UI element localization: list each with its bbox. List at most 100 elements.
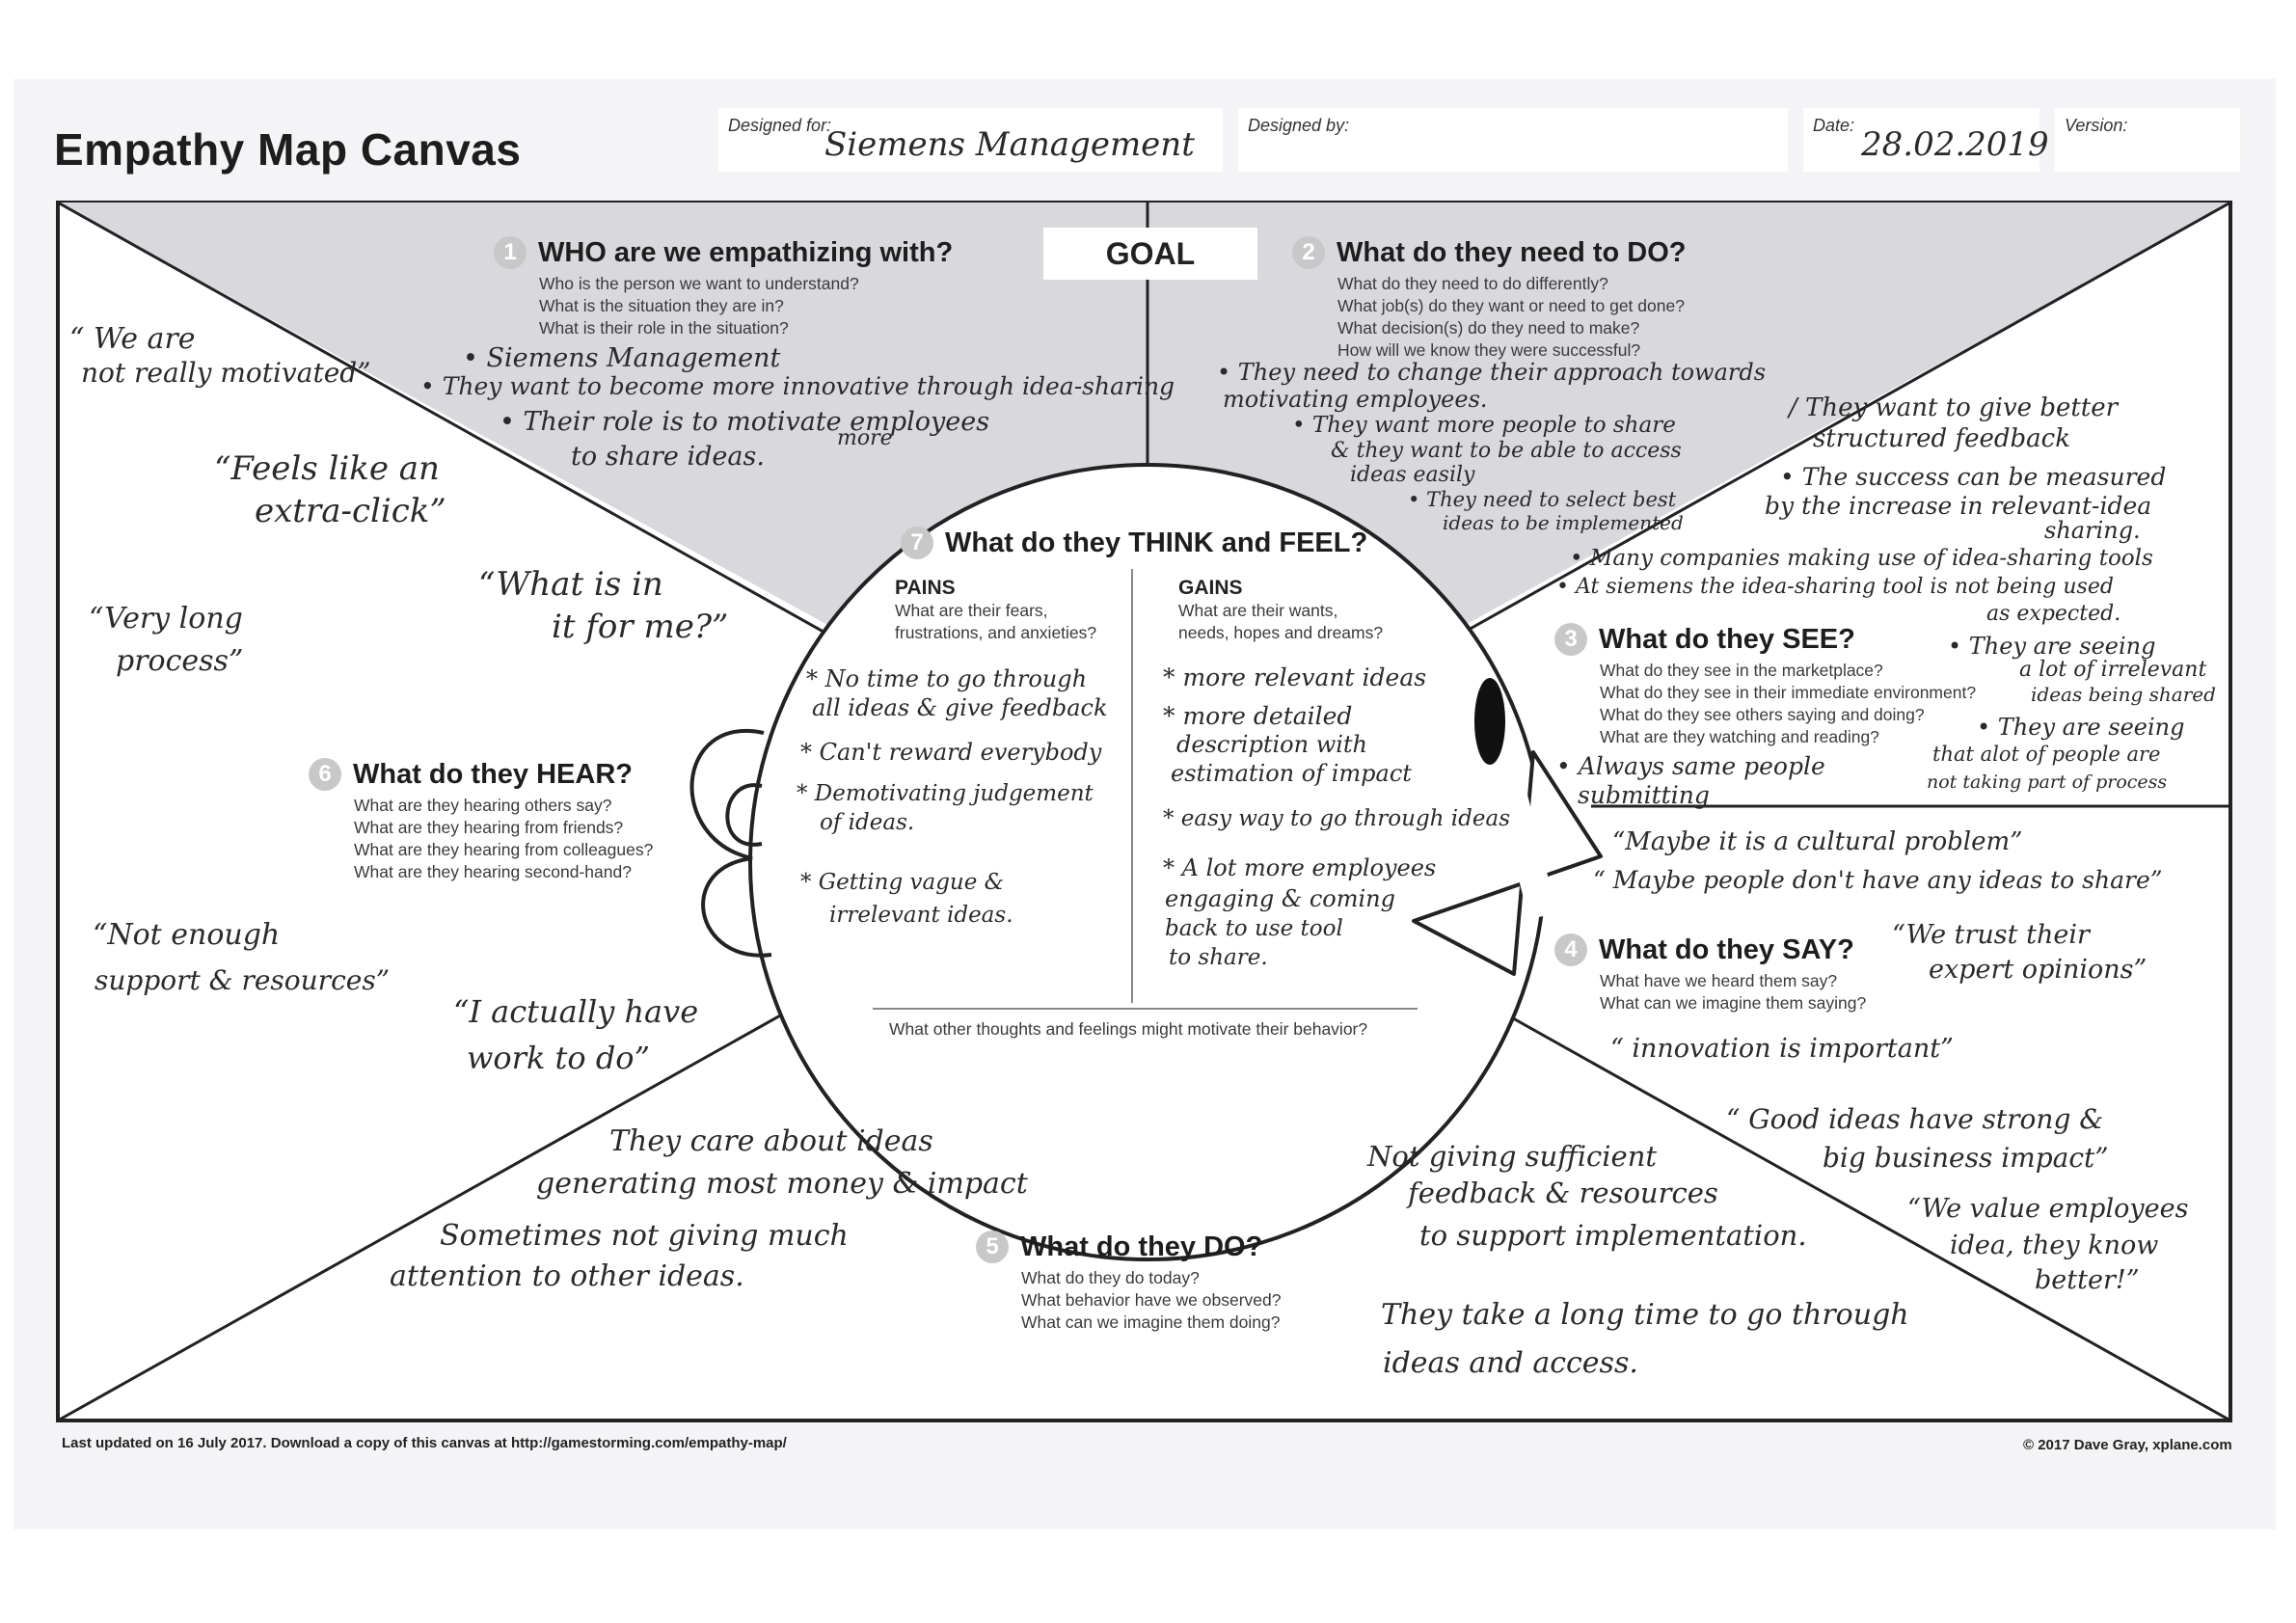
note-see: • They are seeing [1977, 714, 2185, 741]
question: What are they watching and reading? [1600, 727, 1879, 746]
question: What behavior have we observed? [1021, 1290, 1282, 1310]
think-bottom-question: What other thoughts and feelings might m… [889, 1019, 1368, 1039]
note-do: ideas and access. [1383, 1346, 1638, 1380]
note-say: “ innovation is important” [1610, 1034, 1954, 1064]
question: What have we heard them say? [1600, 971, 1838, 990]
note-pains: all ideas & give feedback [812, 694, 1108, 721]
note-who: • Their role is to motivate employees [500, 407, 990, 437]
version-label: Version: [2065, 116, 2128, 135]
note-see: • At siemens the idea-sharing tool is no… [1556, 575, 2114, 599]
section-title: WHO are we empathizing with? [538, 236, 954, 268]
note-hear: process” [116, 644, 244, 678]
note-say: big business impact” [1823, 1142, 2109, 1174]
section-who: 1 WHO are we empathizing with? Who is the… [494, 236, 953, 339]
note-gains: * more relevant ideas [1163, 663, 1427, 691]
note-need: / They want to give better [1789, 393, 2119, 422]
note-hear: extra-click” [255, 492, 446, 530]
section-number: 6 [309, 758, 341, 791]
note-need: motivating employees. [1223, 386, 1488, 413]
gains-header: GAINS What are their wants, needs, hopes… [1178, 577, 1383, 644]
note-say: better!” [2035, 1265, 2140, 1295]
question: What can we imagine them doing? [1021, 1312, 1281, 1332]
note-see: that alot of people are [1932, 743, 2161, 766]
note-gains: * A lot more employees [1163, 854, 1437, 881]
note-do: Sometimes not giving much [440, 1219, 849, 1253]
question: What are they hearing from colleagues? [354, 840, 654, 859]
footer-left: Last updated on 16 July 2017. Download a… [62, 1435, 787, 1451]
note-do: Not giving sufficient [1367, 1140, 1658, 1173]
ear-inner [725, 783, 763, 847]
note-see: as expected. [1986, 602, 2121, 626]
section-title: What do they SAY? [1599, 933, 1854, 965]
date-field[interactable]: Date: 28.02.2019 [1803, 108, 2049, 172]
question: What are they hearing others say? [354, 796, 612, 815]
note-say: “ Maybe people don't have any ideas to s… [1593, 866, 2163, 894]
note-need: • They want more people to share [1292, 413, 1676, 438]
note-hear: “What is in [478, 565, 663, 604]
question: What are they hearing from friends? [354, 818, 624, 837]
note-gains: engaging & coming [1165, 885, 1395, 912]
section-number: 3 [1554, 623, 1587, 656]
mouth [1412, 750, 1603, 976]
footer-right: © 2017 Dave Gray, xplane.com [2023, 1437, 2232, 1453]
note-need: • They need to change their approach tow… [1217, 359, 1767, 386]
question: How will we know they were successful? [1337, 340, 1641, 360]
question: What job(s) do they want or need to get … [1337, 296, 1685, 315]
section-title: What do they SEE? [1599, 623, 1855, 655]
ear [689, 729, 772, 958]
note-gains: to share. [1169, 945, 1268, 970]
question: What do they see others saying and doing… [1600, 705, 1925, 724]
note-need: • They need to select best [1408, 488, 1677, 511]
gains-label: GAINS [1178, 577, 1243, 599]
question: What do they do today? [1021, 1268, 1200, 1287]
question: What decision(s) do they need to make? [1337, 318, 1640, 338]
designed-for-field[interactable]: Designed for: Siemens Management [718, 108, 1223, 172]
note-say: “ Good ideas have strong & [1726, 1103, 2104, 1135]
note-see: submitting [1578, 781, 1710, 809]
note-gains: * more detailed [1163, 702, 1353, 730]
note-hear: “Very long [89, 602, 243, 636]
question: Who is the person we want to understand? [539, 274, 859, 293]
canvas-title: Empathy Map Canvas [54, 124, 522, 175]
note-see: a lot of irrelevant [2019, 658, 2207, 682]
note-need: & they want to be able to access [1331, 439, 1682, 463]
version-field[interactable]: Version: [2055, 108, 2240, 172]
note-gains: description with [1176, 731, 1368, 758]
pains-question: What are their fears, [895, 601, 1048, 620]
section-number: 7 [901, 527, 933, 559]
note-hear: “Feels like an [214, 449, 440, 488]
note-hear: “I actually have [453, 993, 699, 1030]
note-pains: of ideas. [820, 810, 915, 835]
note-say: expert opinions” [1929, 955, 2147, 985]
designed-for-label: Designed for: [728, 116, 832, 135]
note-need: ideas easily [1350, 463, 1475, 487]
question: What is the situation they are in? [539, 296, 784, 315]
note-need: structured feedback [1813, 424, 2070, 453]
eye [1474, 678, 1505, 765]
gains-question: needs, hopes and dreams? [1178, 623, 1384, 642]
section-title: What do they need to DO? [1337, 236, 1687, 268]
question: What do they need to do differently? [1337, 274, 1608, 293]
note-need: by the increase in relevant-idea [1765, 492, 2152, 520]
note-need: ideas to be implemented [1443, 511, 1684, 534]
section-number: 1 [494, 236, 527, 269]
pains-question: frustrations, and anxieties? [895, 623, 1097, 642]
designed-by-field[interactable]: Designed by: [1238, 108, 1788, 172]
note-who: • They want to become more innovative th… [420, 372, 1175, 400]
note-do: attention to other ideas. [390, 1259, 744, 1293]
note-who: to share ideas. [571, 442, 765, 472]
note-pains: * Can't reward everybody [800, 739, 1102, 766]
section-number: 5 [976, 1231, 1009, 1263]
note-say: “We value employees [1907, 1194, 2189, 1224]
note-do: to support implementation. [1419, 1219, 1807, 1252]
note-see: ideas being shared [2031, 683, 2216, 706]
date-label: Date: [1813, 116, 1855, 135]
note-need: sharing. [2044, 517, 2141, 544]
designed-for-value: Siemens Management [824, 125, 1195, 164]
date-value: 28.02.2019 [1861, 125, 2049, 164]
section-number: 4 [1554, 933, 1587, 966]
note-pains: * Getting vague & [800, 870, 1005, 895]
